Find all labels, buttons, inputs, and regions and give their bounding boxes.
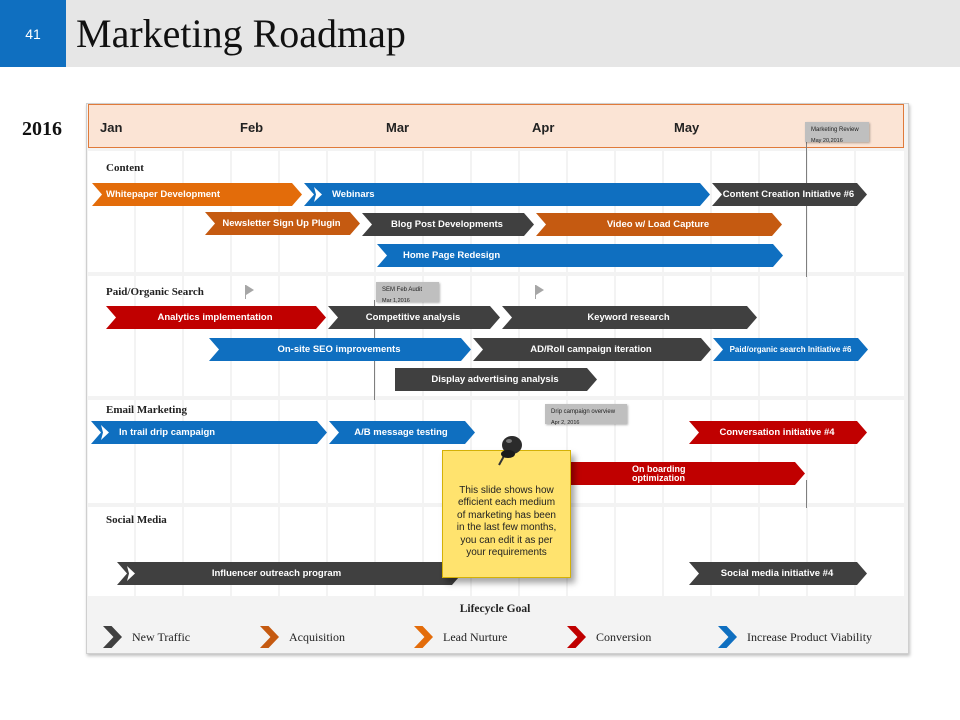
legend-label: New Traffic xyxy=(132,629,191,644)
chevron-icon xyxy=(101,425,109,440)
task-search-initiative[interactable]: Paid/organic search Initiative #6 xyxy=(713,338,868,361)
task-label: Newsletter Sign Up Plugin xyxy=(222,218,341,229)
task-label: Content Creation Initiative #6 xyxy=(722,189,855,200)
grid-column xyxy=(808,151,854,596)
task-webinars[interactable]: Webinars xyxy=(304,183,710,206)
month-label: Jan xyxy=(100,120,123,135)
section-label-email: Email Marketing xyxy=(106,404,187,416)
task-label: Conversation initiative #4 xyxy=(719,427,835,438)
task-whitepaper[interactable]: Whitepaper Development xyxy=(92,183,302,206)
legend-item: Increase Product Viability xyxy=(718,626,872,648)
chevron-icon xyxy=(414,626,433,648)
task-conversation[interactable]: Conversation initiative #4 xyxy=(689,421,867,444)
task-label: In trail drip campaign xyxy=(119,427,216,438)
chevron-icon xyxy=(567,626,586,648)
flag-pole xyxy=(535,285,536,299)
task-label: Whitepaper Development xyxy=(106,189,221,200)
milestone-date: Mar 1,2016 xyxy=(382,298,410,304)
chevron-icon xyxy=(314,187,322,202)
task-drip[interactable]: In trail drip campaign xyxy=(91,421,327,444)
chevron-icon xyxy=(103,626,122,648)
chevron-icon xyxy=(718,626,737,648)
flag-pole xyxy=(245,285,246,299)
milestone-line xyxy=(806,140,807,277)
task-influencer[interactable]: Influencer outreach program xyxy=(117,562,462,585)
milestone-sem-audit[interactable]: SEM Feb Audit Mar 1,2016 xyxy=(376,282,439,304)
page-title: Marketing Roadmap xyxy=(76,11,406,56)
task-label: Influencer outreach program xyxy=(211,568,342,579)
legend-item: Acquisition xyxy=(260,626,345,648)
month-label: Apr xyxy=(532,120,555,135)
task-label: Display advertising analysis xyxy=(431,374,559,385)
task-video[interactable]: Video w/ Load Capture xyxy=(536,213,782,236)
chevron-icon xyxy=(260,626,279,648)
milestone-date: Apr 2, 2016 xyxy=(551,420,580,426)
legend-item: Conversion xyxy=(567,626,651,648)
task-content-initiative[interactable]: Content Creation Initiative #6 xyxy=(712,183,867,206)
legend-item: New Traffic xyxy=(103,626,190,648)
task-onboarding[interactable]: On boarding optimization xyxy=(560,462,805,485)
milestone-title: Drip campaign overview xyxy=(551,409,616,415)
milestone-title: Marketing Review xyxy=(811,127,859,133)
task-label: Keyword research xyxy=(587,312,670,323)
legend-label: Increase Product Viability xyxy=(747,629,873,644)
task-label: Social media initiative #4 xyxy=(720,568,834,579)
milestone-drip-overview[interactable]: Drip campaign overview Apr 2, 2016 xyxy=(545,404,627,426)
task-label: Webinars xyxy=(332,189,375,200)
section-label-search: Paid/Organic Search xyxy=(106,286,204,298)
slide-number: 41 xyxy=(0,0,66,67)
grid-column xyxy=(88,151,134,596)
note-text: This slide shows how efficient each medi… xyxy=(456,484,557,559)
task-social-initiative[interactable]: Social media initiative #4 xyxy=(689,562,867,585)
legend-label: Conversion xyxy=(596,629,652,644)
legend-label: Acquisition xyxy=(289,629,345,644)
task-newsletter[interactable]: Newsletter Sign Up Plugin xyxy=(205,212,360,235)
task-competitive[interactable]: Competitive analysis xyxy=(328,306,500,329)
grid-column xyxy=(856,151,904,596)
flag-icon xyxy=(536,285,544,295)
section-label-social: Social Media xyxy=(106,514,167,526)
task-blog[interactable]: Blog Post Developments xyxy=(362,213,534,236)
task-label: On-site SEO improvements xyxy=(277,344,401,355)
year-label: 2016 xyxy=(22,118,62,140)
pushpin-icon xyxy=(498,436,522,466)
milestone-date: May 20,2016 xyxy=(811,138,843,144)
section-divider xyxy=(88,272,904,276)
task-label: Video w/ Load Capture xyxy=(606,219,710,230)
chevron-icon xyxy=(127,566,135,581)
month-label: May xyxy=(674,120,700,135)
milestone-title: SEM Feb Audit xyxy=(382,287,423,293)
task-analytics[interactable]: Analytics implementation xyxy=(106,306,326,329)
lifecycle-title: Lifecycle Goal xyxy=(459,603,531,615)
milestone-marketing-review[interactable]: Marketing Review May 20,2016 xyxy=(805,122,869,144)
task-label: On boarding optimization xyxy=(632,463,686,483)
grid-column xyxy=(136,151,182,596)
task-label: Analytics implementation xyxy=(157,312,273,323)
task-onsite-seo[interactable]: On-site SEO improvements xyxy=(209,338,471,361)
month-label: Feb xyxy=(240,120,264,135)
task-display[interactable]: Display advertising analysis xyxy=(395,368,597,391)
section-label-content: Content xyxy=(106,162,144,174)
task-keyword[interactable]: Keyword research xyxy=(502,306,757,329)
month-label: Mar xyxy=(386,120,410,135)
task-label: Competitive analysis xyxy=(365,312,461,323)
task-label: Home Page Redesign xyxy=(403,250,501,261)
task-label: Paid/organic search Initiative #6 xyxy=(729,345,852,354)
legend-label: Lead Nurture xyxy=(443,629,508,644)
header-bar xyxy=(0,0,960,67)
legend-item: Lead Nurture xyxy=(414,626,507,648)
milestone-line xyxy=(806,480,807,508)
task-label: Blog Post Developments xyxy=(391,219,503,230)
task-homepage[interactable]: Home Page Redesign xyxy=(377,244,783,267)
sticky-note[interactable]: This slide shows how efficient each medi… xyxy=(442,450,571,578)
flag-icon xyxy=(246,285,254,295)
task-label: AD/Roll campaign iteration xyxy=(530,344,652,355)
task-label: A/B message testing xyxy=(354,427,448,438)
month-header xyxy=(88,104,904,148)
task-adroll[interactable]: AD/Roll campaign iteration xyxy=(473,338,711,361)
section-divider xyxy=(88,396,904,400)
task-ab-test[interactable]: A/B message testing xyxy=(329,421,475,444)
